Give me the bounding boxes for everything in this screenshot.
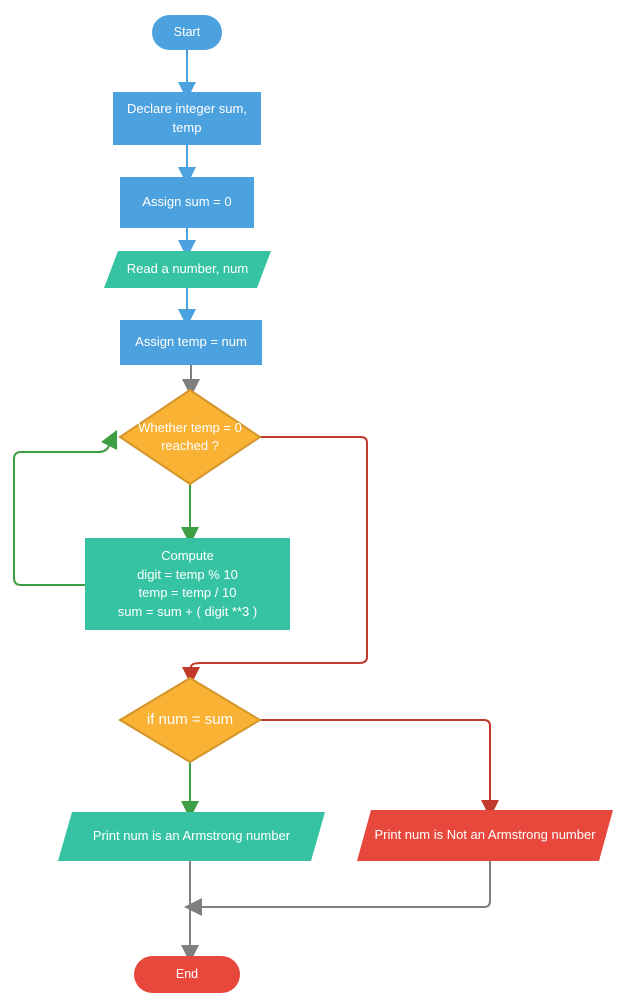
node-start-terminator[interactable] [152, 15, 222, 50]
node-print-armstrong-output[interactable] [58, 812, 325, 861]
node-read-num-input[interactable] [104, 251, 271, 288]
connector-print-not-armstrong-merge[interactable] [184, 861, 491, 916]
node-print-not-armstrong-output[interactable] [357, 810, 613, 861]
node-assign-temp-process[interactable] [120, 320, 262, 365]
node-loop-decision-diamond[interactable] [118, 388, 262, 486]
connector-loop-decision-to-check-decision[interactable] [182, 436, 368, 685]
connector-check-decision-to-print-not-armstrong[interactable] [260, 719, 499, 818]
node-assign-sum-process[interactable] [120, 177, 254, 228]
node-check-decision-diamond[interactable] [118, 676, 262, 764]
connector-compute-loopback[interactable] [13, 429, 118, 586]
node-declare-process[interactable] [113, 92, 261, 145]
node-end-terminator[interactable] [134, 956, 240, 993]
node-compute-process[interactable] [85, 538, 290, 630]
